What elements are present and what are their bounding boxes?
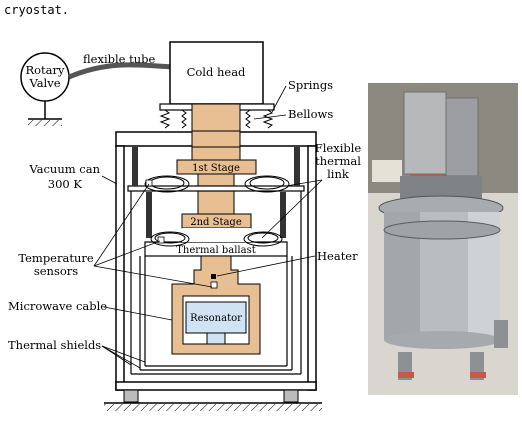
rotary-valve-label-1: Rotary [25, 63, 65, 77]
rotary-valve: Rotary Valve [21, 53, 69, 126]
flexible-thermal-link-label-1: Flexible [315, 141, 362, 155]
vacuum-can-label-1: Vacuum can [28, 162, 100, 176]
second-stage-label: 2nd Stage [190, 217, 242, 228]
heater-label: Heater [317, 249, 358, 263]
rotary-valve-label-2: Valve [28, 76, 60, 90]
flexible-thermal-link-label-3: link [327, 167, 350, 181]
flexible-tube-label: flexible tube [83, 52, 156, 66]
vacuum-can-label-2: 300 K [48, 177, 83, 191]
resonator-label: Resonator [190, 313, 242, 324]
springs-label: Springs [288, 78, 333, 92]
temperature-sensors-label-1: Temperature [18, 251, 94, 265]
thermal-ballast-label: Thermal ballast [176, 245, 256, 256]
flexible-thermal-link-label-2: thermal [315, 154, 361, 168]
microwave-cable-label: Microwave cable [8, 299, 107, 313]
bellows-label: Bellows [288, 107, 333, 121]
thermal-shields-label: Thermal shields [8, 338, 101, 352]
heater-element [211, 274, 216, 279]
cryostat-photograph [368, 83, 518, 395]
temperature-sensors-label-2: sensors [34, 264, 78, 278]
first-stage-label: 1st Stage [192, 163, 240, 174]
ground-support [104, 390, 322, 411]
cold-head-label: Cold head [187, 65, 246, 79]
flexible-tube [69, 65, 172, 77]
